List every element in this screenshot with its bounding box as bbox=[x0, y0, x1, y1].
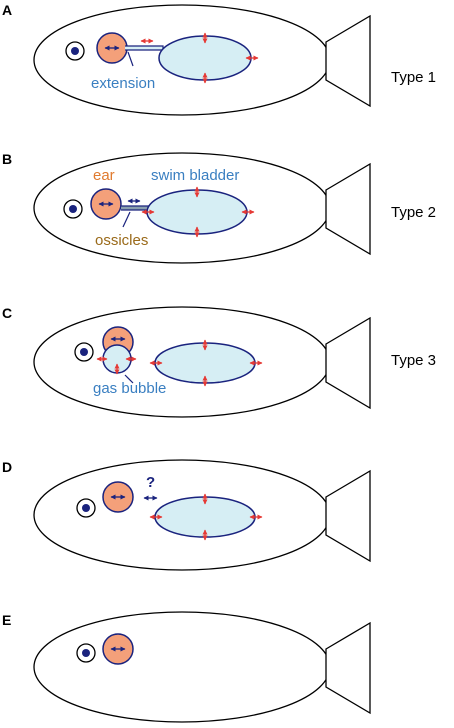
fish-tail bbox=[325, 162, 371, 256]
ear-label: ear bbox=[93, 167, 115, 184]
fish-eye bbox=[74, 342, 94, 362]
panel-label-e: E bbox=[2, 612, 11, 628]
swim-bladder-label: swim bladder bbox=[151, 167, 239, 184]
extension-pointer bbox=[127, 51, 134, 67]
panel-e: E bbox=[2, 611, 371, 723]
panel-label-b: B bbox=[2, 151, 12, 167]
gas-bubble-label: gas bubble bbox=[93, 380, 166, 397]
fish-eye bbox=[76, 643, 96, 663]
fish-tail bbox=[325, 621, 371, 715]
fish-eye bbox=[76, 498, 96, 518]
panel-c: C gas bubble Type 3 bbox=[2, 305, 436, 418]
fish-body bbox=[33, 611, 331, 723]
extension-label: extension bbox=[91, 75, 155, 92]
type-label: Type 1 bbox=[391, 69, 436, 86]
ossicles-pointer bbox=[122, 211, 131, 228]
fish-tail bbox=[325, 469, 371, 563]
fish-eye bbox=[63, 199, 83, 219]
ossicles-label: ossicles bbox=[95, 232, 148, 249]
fish-tail bbox=[325, 14, 371, 108]
panel-b: B ear swim bladder ossicles Type 2 bbox=[2, 151, 436, 264]
panel-label-d: D bbox=[2, 459, 12, 475]
type-label: Type 2 bbox=[391, 204, 436, 221]
panel-a: A extension Type 1 bbox=[2, 2, 436, 116]
type-label: Type 3 bbox=[391, 352, 436, 369]
ossicles bbox=[121, 205, 150, 211]
panel-d: D ? bbox=[2, 459, 371, 571]
swim-bladder-extension bbox=[125, 45, 164, 51]
question-mark: ? bbox=[146, 474, 155, 491]
gas-bubble-pointer bbox=[124, 374, 134, 384]
panel-label-a: A bbox=[2, 2, 12, 18]
fish-eye bbox=[65, 41, 85, 61]
fish-tail bbox=[325, 316, 371, 410]
panel-label-c: C bbox=[2, 305, 12, 321]
